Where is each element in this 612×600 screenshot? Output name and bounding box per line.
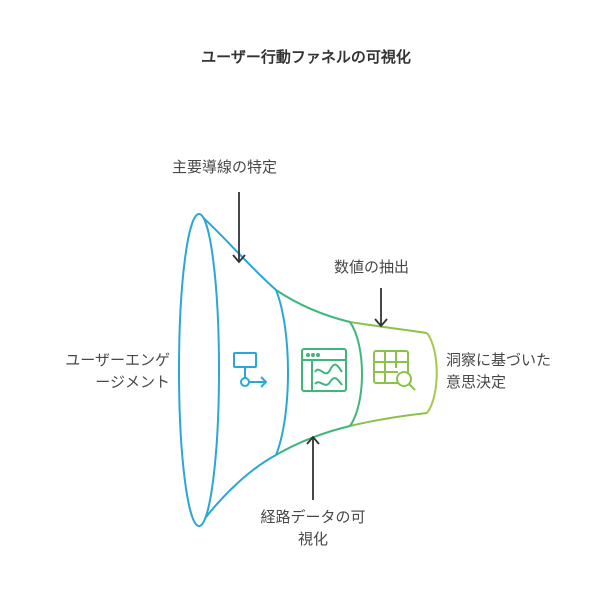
label-insight-decision: 洞察に基づいた 意思決定 xyxy=(446,351,552,391)
stage-divider-2 xyxy=(349,321,363,427)
dashboard-chart-icon xyxy=(301,348,347,392)
spreadsheet-search-icon xyxy=(373,350,416,391)
label-key-path: 主要導線の特定 xyxy=(172,158,278,176)
stage-divider-1 xyxy=(275,289,289,456)
arrow-mid-pointer xyxy=(374,288,388,328)
stage-divider-3 xyxy=(426,332,438,414)
funnel-outline-stage3 xyxy=(349,321,428,427)
funnel-mouth xyxy=(178,213,220,527)
arrow-bottom-pointer xyxy=(306,435,320,500)
arrow-top-pointer xyxy=(232,192,246,264)
label-extract-numbers: 数値の抽出 xyxy=(334,258,410,276)
diagram-title: ユーザー行動ファネルの可視化 xyxy=(201,48,411,66)
flowchart-icon xyxy=(233,352,268,388)
label-user-engagement: ユーザーエンゲ ージメント xyxy=(65,351,170,391)
label-path-visualization: 経路データの可 視化 xyxy=(260,508,366,548)
